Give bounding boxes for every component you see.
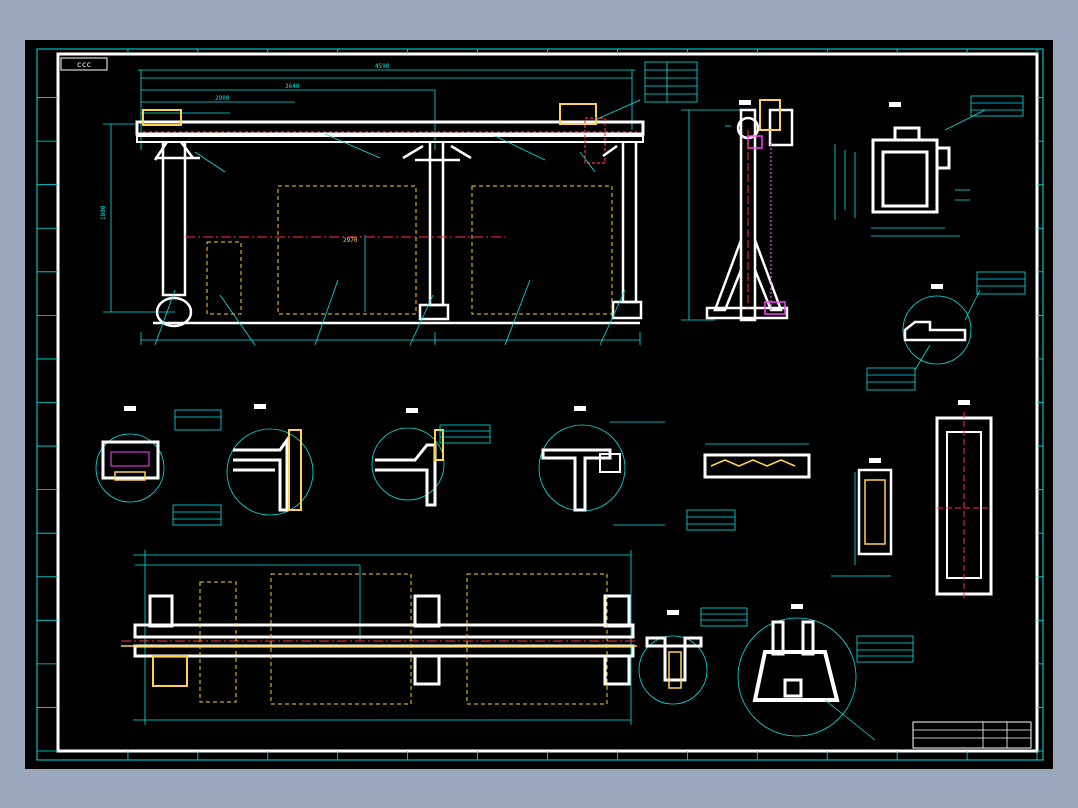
section-mark-d — [254, 404, 266, 409]
dim-span-2: 2900 — [215, 95, 230, 102]
title-block — [912, 721, 1032, 749]
section-mark-b — [931, 284, 943, 289]
side-elevation[interactable] — [681, 99, 794, 322]
sheet-outer-frame — [36, 48, 1044, 761]
section-mark-i — [667, 610, 679, 615]
section-mark-c — [124, 406, 136, 411]
section-mark-j — [791, 604, 803, 609]
center-height-label: 2970 — [343, 237, 358, 244]
cad-viewport[interactable]: ccc 4590 364 — [25, 40, 1053, 769]
section-marks — [124, 100, 970, 615]
detail-circle-right[interactable] — [866, 271, 1026, 391]
section-mark-e — [406, 408, 418, 413]
detail-circle-icon — [902, 295, 972, 365]
dim-overall: 4590 — [375, 63, 390, 70]
section-mark-k — [739, 100, 751, 105]
cad-drawing-sheet: ccc 4590 364 — [36, 48, 1044, 761]
main-gantry-elevation[interactable]: 4590 3640 2900 1800 — [100, 61, 698, 346]
section-mark-f — [574, 406, 586, 411]
detail-bottom-right[interactable] — [638, 607, 914, 741]
section-box-view[interactable] — [834, 95, 1024, 237]
section-mark-a — [889, 102, 901, 107]
corner-tag-box — [60, 57, 108, 71]
section-mark-h — [869, 458, 881, 463]
zone-ticks — [37, 49, 1043, 760]
plan-view[interactable] — [121, 550, 637, 725]
section-mark-g — [958, 400, 970, 405]
detail-row[interactable] — [95, 409, 993, 600]
dim-height: 1800 — [100, 205, 107, 220]
corner-tag: ccc — [77, 60, 92, 69]
dim-span-1: 3640 — [285, 83, 300, 90]
